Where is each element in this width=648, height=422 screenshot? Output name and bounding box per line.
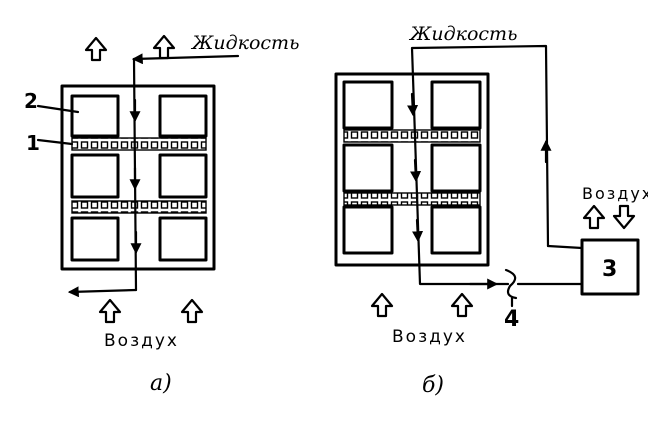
fin-strip-b-1 [343, 129, 481, 143]
cell-a-5 [70, 216, 120, 262]
fin-strip-a-1 [71, 137, 207, 151]
cell-b-1 [342, 80, 394, 130]
cell-a-3 [70, 153, 120, 199]
callout-line-2 [36, 104, 80, 114]
cell-b-3 [342, 143, 394, 193]
air-down-arrow-unit [612, 204, 636, 230]
cell-b-2 [430, 80, 482, 130]
cell-b-5 [342, 205, 394, 255]
fin-strip-a-2 [71, 200, 207, 214]
liquid-inlet-line-a [131, 53, 240, 65]
return-line-b [546, 244, 584, 250]
callout-label-2: 2 [24, 89, 38, 113]
valve-label-4: 4 [504, 307, 519, 332]
air-up-arrow-a-4 [180, 298, 204, 324]
air-label-unit: Воздух [582, 184, 648, 203]
flow-arrow-b-1 [407, 92, 419, 117]
flow-arrow-b-2 [410, 158, 422, 183]
liquid-label-b: Жидкость [408, 23, 517, 45]
liquid-outlet-line-a [67, 286, 138, 298]
flow-arrow-b-3 [412, 218, 424, 243]
air-up-arrow-a-2 [152, 34, 176, 60]
air-label-a: Воздух [104, 331, 179, 351]
fin-strip-b-2 [343, 192, 481, 206]
diagram-a: 2 1 Жидкость Воздух а) [24, 32, 299, 396]
air-up-arrow-b-1 [370, 292, 394, 318]
cell-b-6 [430, 205, 482, 255]
cell-a-1 [70, 94, 120, 138]
air-up-arrow-b-2 [450, 292, 474, 318]
callout-label-1: 1 [26, 131, 40, 155]
cell-a-6 [158, 216, 208, 262]
valve-symbol-4 [504, 268, 518, 308]
unit-label-3: 3 [602, 257, 617, 282]
air-up-arrow-unit [582, 204, 606, 230]
caption-b: б) [422, 373, 444, 398]
caption-a: а) [150, 371, 172, 396]
diagram-b: 4 3 Воздух Жидкость Воздух б) [334, 23, 648, 398]
callout-line-1 [36, 138, 74, 146]
air-up-arrow-a-3 [98, 298, 122, 324]
liquid-label-a: Жидкость [190, 32, 299, 54]
liquid-loop-b [410, 44, 550, 286]
air-up-arrow-a-1 [84, 36, 108, 62]
cell-b-4 [430, 143, 482, 193]
unit-3-box [580, 238, 640, 296]
cell-a-2 [158, 94, 208, 138]
cell-a-4 [158, 153, 208, 199]
air-label-b: Воздух [392, 327, 467, 347]
panel-frame-a [60, 84, 216, 271]
